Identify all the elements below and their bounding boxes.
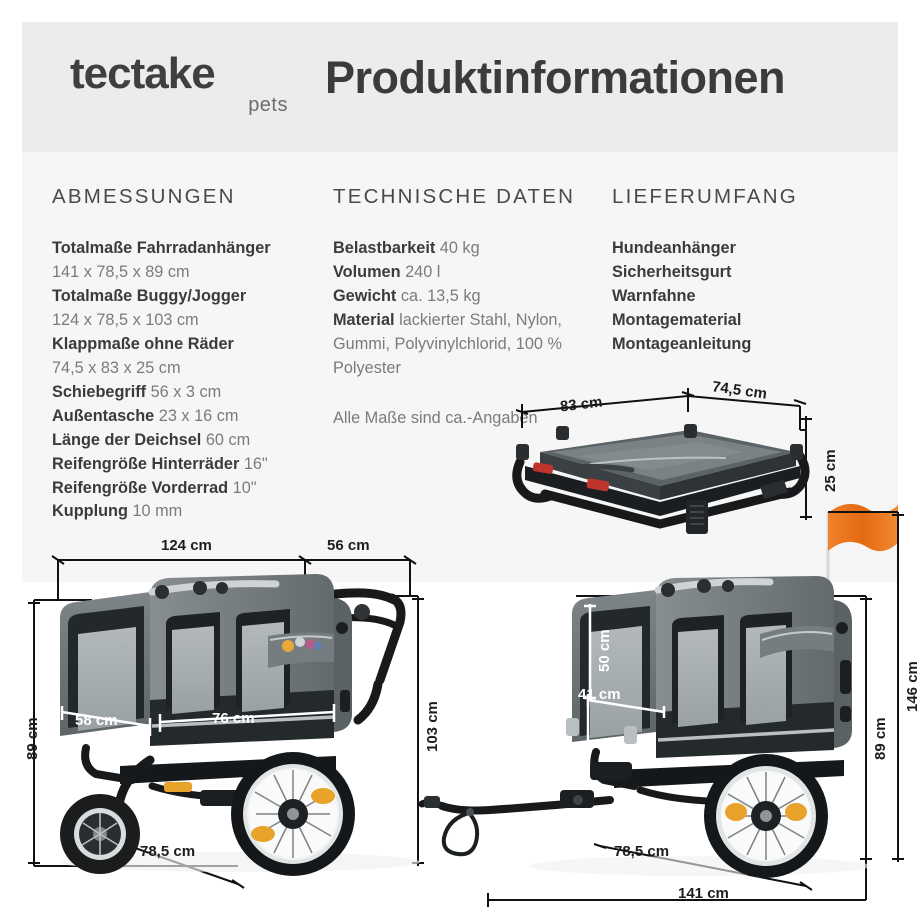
list-item: Belastbarkeit 40 kg [333,239,480,257]
dim-buggy-height-total: 103 cm [424,701,441,752]
dim-trailer-depth: 78,5 cm [614,843,670,860]
list-item: Montageanleitung [612,334,752,353]
list-item: Klappmaße ohne Räder [52,334,234,353]
dim-buggy-handle: 56 cm [327,537,370,554]
dim-buggy-height-side: 89 cm [24,717,41,760]
page-title: Produktinformationen [325,52,786,103]
list-item: Material lackierter Stahl, Nylon, Gummi,… [333,310,562,377]
list-item: Hundeanhänger [612,239,736,257]
list-item: Volumen 240 l [333,262,441,281]
dim-buggy-length: 124 cm [161,537,212,554]
list-item: Warnfahne [612,286,696,305]
column-dimensions: ABMESSUNGEN Totalmaße Fahrradanhänger 14… [52,185,332,524]
dim-trailer-height: 89 cm [872,717,889,760]
buggy-rear-wheel [231,752,355,876]
list-item: 74,5 x 83 x 25 cm [52,358,181,377]
dimensions-list: Totalmaße Fahrradanhänger 141 x 78,5 x 8… [52,237,332,524]
dim-buggy-depth: 78,5 cm [140,843,196,860]
logo-subtext: pets [248,94,288,116]
buggy-front-wheel [60,794,140,874]
dim-buggy-inner-width: 58 cm [75,712,118,729]
list-item: Gewicht ca. 13,5 kg [333,286,481,305]
dim-trailer-inner-width: 41 cm [578,686,621,703]
trailer-wheel [704,754,828,878]
dim-trailer-length: 141 cm [678,885,729,902]
list-item: Reifengröße Hinterräder 16" [52,454,268,473]
trailer-chassis [418,748,844,857]
list-item: Länge der Deichsel 60 cm [52,430,251,449]
list-item: Montagematerial [612,310,742,329]
list-item: Schiebegriff 56 x 3 cm [52,382,222,401]
technical-list: Belastbarkeit 40 kg Volumen 240 l Gewich… [333,237,598,381]
scope-list: Hundeanhänger Sicherheitsgurt Warnfahne … [612,237,882,357]
list-item: Außentasche 23 x 16 cm [52,406,239,425]
list-item: 124 x 78,5 x 103 cm [52,310,199,329]
dim-buggy-body-length: 76 cm [212,710,255,727]
brand-logo: tectake pets [70,52,300,117]
logo-wordmark: tectake [70,49,216,98]
list-item: Kupplung 10 mm [52,502,183,521]
dim-trailer-flag-height: 146 cm [904,661,920,712]
list-item: Sicherheitsgurt [612,262,732,281]
trailer-main-body [654,576,852,758]
column-heading-technical: TECHNISCHE DATEN [333,185,576,208]
measurement-note: Alle Maße sind ca.-Angaben [333,408,538,427]
list-item: Reifengröße Vorderrad 10" [52,478,257,497]
dim-trailer-inner-height: 50 cm [596,629,613,672]
column-heading-scope: LIEFERUMFANG [612,185,798,208]
column-heading-dimensions: ABMESSUNGEN [52,185,236,208]
list-item: Totalmaße Fahrradanhänger [52,239,271,257]
buggy-push-handle [253,588,406,725]
list-item: 141 x 78,5 x 89 cm [52,262,190,281]
column-technical: TECHNISCHE DATEN Belastbarkeit 40 kg Vol… [333,185,598,428]
buggy-chassis [81,744,336,806]
list-item: Totalmaße Buggy/Jogger [52,286,247,305]
dim-folded-height: 25 cm [822,449,839,492]
column-scope-of-delivery: LIEFERUMFANG Hundeanhänger Sicherheitsgu… [612,185,882,357]
trailer-inner-dimension-lines [584,604,666,760]
header-band [22,22,898,152]
